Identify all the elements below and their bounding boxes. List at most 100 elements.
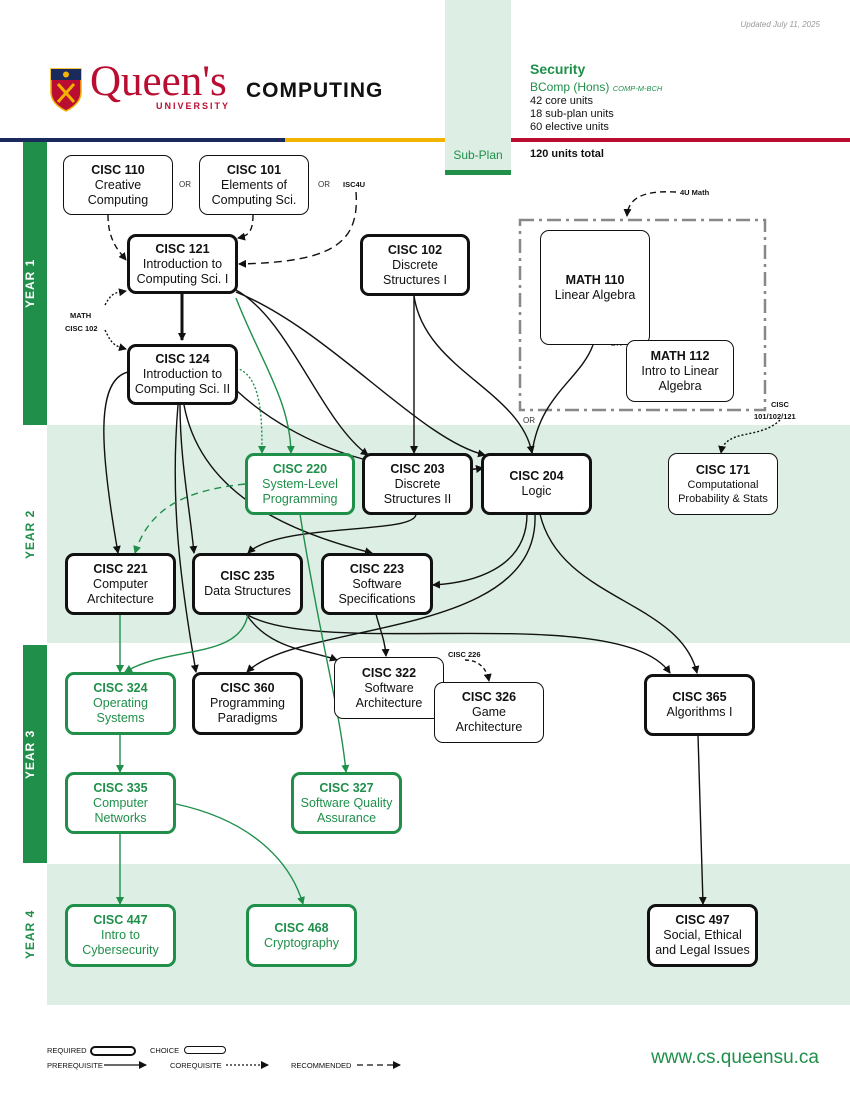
course-name: Algorithms I [666, 705, 733, 719]
course-name: Intro to Cybersecurity [82, 928, 159, 957]
legend-prerequisite-label: PREREQUISITE [47, 1061, 103, 1070]
units-elective: 60 elective units [530, 121, 609, 133]
updated-date: Updated July 11, 2025 [740, 20, 820, 29]
plan-title: Security [530, 61, 586, 77]
course-code: CISC 121 [155, 241, 210, 256]
university-crest-icon [50, 68, 82, 112]
course-code: CISC 327 [319, 780, 374, 795]
course-name: Cryptography [263, 935, 340, 950]
or-101-isc4u: OR [318, 180, 330, 189]
course-name: System-Level Programming [262, 476, 338, 506]
course-code: CISC 220 [272, 461, 328, 476]
coreq-note-math: MATH [70, 311, 92, 320]
course-name: Programming Paradigms [209, 696, 286, 725]
course-name: Discrete Structures I [383, 257, 447, 287]
course-code: CISC 468 [274, 920, 329, 935]
course-name: Software Specifications [338, 576, 416, 606]
logo-wordmark: Queen's [90, 58, 227, 105]
course-name: Introduction to Computing Sci. I [136, 256, 229, 286]
course-name: Game Architecture [455, 705, 523, 734]
logo-university: UNIVERSITY [156, 101, 231, 111]
legend-required-label: REQUIRED [47, 1046, 87, 1055]
plan-code: COMP-M-BCH [612, 84, 663, 93]
course-name: Computer Networks [93, 795, 148, 825]
course-code: CISC 204 [509, 469, 564, 483]
course-code: MATH 112 [650, 348, 710, 363]
course-name: Software Quality Assurance [300, 795, 393, 825]
isc4u-note: ISC4U [343, 180, 366, 189]
legend-choice-label: CHOICE [150, 1046, 180, 1055]
course-code: CISC 324 [93, 681, 148, 695]
course-code: CISC 335 [93, 780, 148, 795]
degree-name: BComp (Hons) [530, 80, 610, 94]
course-code: CISC 360 [220, 681, 275, 695]
course-code: CISC 223 [349, 561, 405, 576]
subplan-underline [445, 170, 511, 175]
header-rule-red [511, 138, 850, 142]
course-name: Computer Architecture [87, 576, 154, 606]
course-code: CISC 102 [387, 242, 443, 257]
course-code: CISC 322 [361, 665, 417, 680]
course-name: Intro to Linear Algebra [641, 363, 719, 393]
course-code: CISC 101 [226, 162, 282, 177]
or-110-101: OR [179, 180, 191, 189]
course-name: Discrete Structures II [383, 476, 452, 506]
course-code: CISC 235 [220, 569, 275, 583]
course-name: Software Architecture [355, 680, 423, 710]
coreq-note-cisc-codes: 101/102/121 [754, 412, 796, 421]
subplan-tab[interactable]: Sub-Plan [453, 148, 503, 162]
footer-url[interactable]: www.cs.queensu.ca [651, 1047, 819, 1068]
course-code: CISC 497 [675, 913, 730, 927]
course-code: CISC 326 [461, 690, 517, 704]
course-code: CISC 221 [93, 561, 148, 576]
subplan-column [445, 0, 511, 170]
legend-required-swatch [90, 1046, 136, 1056]
units-total: 120 units total [530, 148, 604, 160]
course-code: CISC 365 [672, 690, 727, 704]
cisc226-note: CISC 226 [448, 650, 481, 659]
or-math-204: OR [523, 416, 535, 425]
course-name: Creative Computing [87, 177, 149, 207]
course-name: Operating Systems [93, 696, 148, 725]
coreq-note-cisc: CISC [771, 400, 789, 409]
course-name: Computational Probability & Stats [678, 478, 768, 505]
year3-bar [23, 645, 47, 863]
course-code: CISC 124 [155, 352, 210, 366]
header-rule-navy [0, 138, 285, 142]
department-name: COMPUTING [246, 79, 384, 102]
course-name: Elements of Computing Sci. [211, 177, 297, 207]
year1-bar [23, 142, 47, 425]
legend-recommended-label: RECOMMENDED [291, 1061, 352, 1070]
course-code: CISC 447 [93, 913, 148, 927]
plan-degree: BComp (Hons) COMP-M-BCH [530, 80, 662, 94]
legend-choice-swatch [184, 1046, 226, 1054]
course-name: Introduction to Computing Sci. II [134, 367, 231, 396]
course-code: CISC 203 [390, 461, 445, 476]
units-subplan: 18 sub-plan units [530, 108, 614, 120]
